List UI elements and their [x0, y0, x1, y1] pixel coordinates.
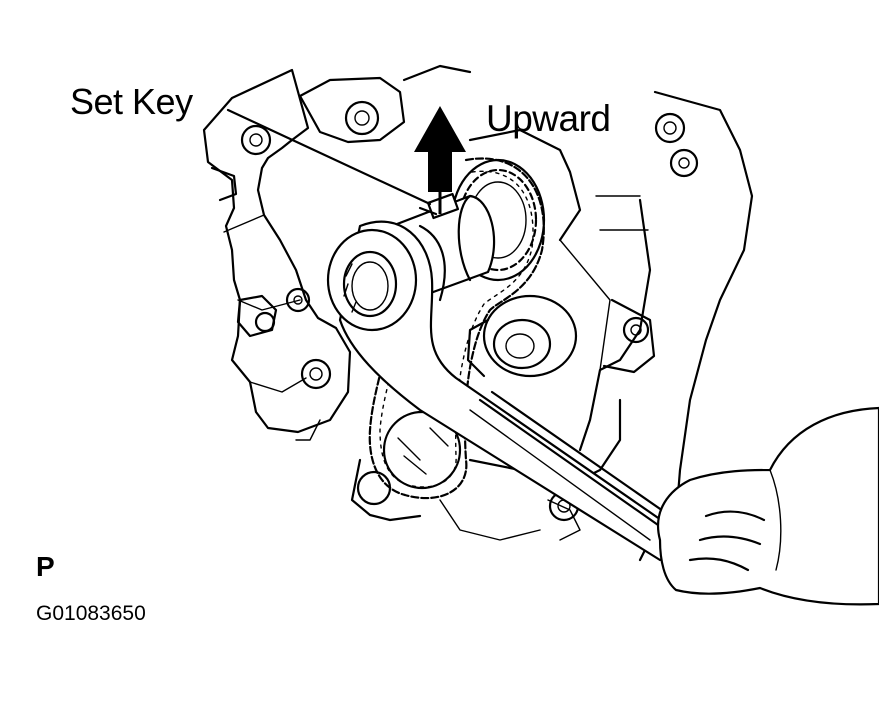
- upward-arrow-icon: [414, 106, 466, 214]
- set-key-label: Set Key: [70, 81, 193, 122]
- figure-code-label: G01083650: [36, 602, 146, 625]
- idler-pulley: [466, 294, 578, 378]
- hand: [657, 406, 879, 606]
- bolt-holes: [240, 100, 699, 522]
- upward-label: Upward: [486, 98, 611, 139]
- set-key-leader-line: [226, 108, 432, 206]
- wrench: [326, 220, 692, 562]
- view-marker-label: P: [36, 551, 55, 582]
